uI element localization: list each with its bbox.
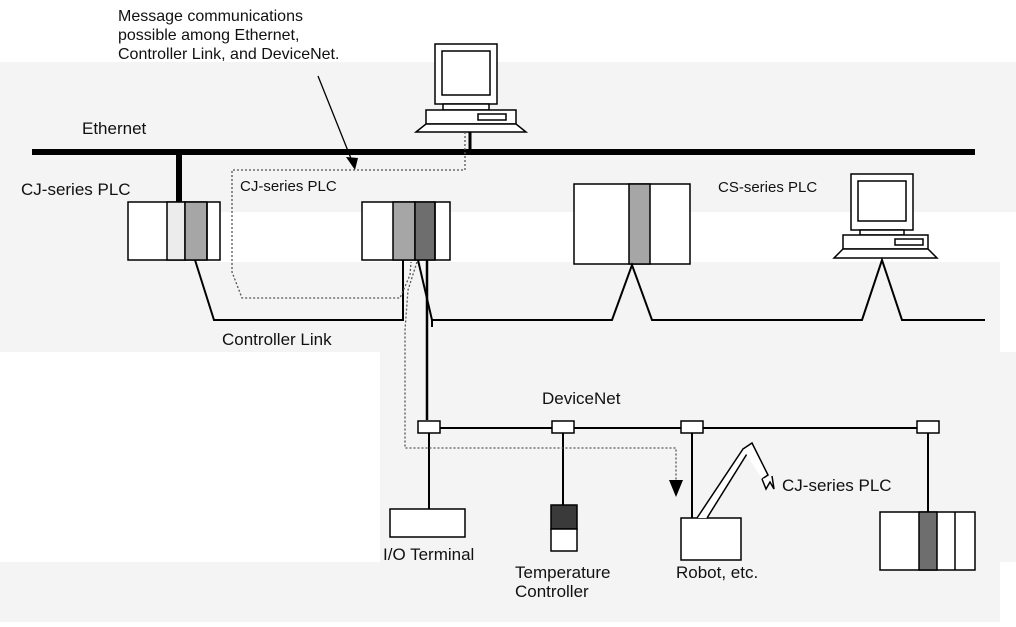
pc-top (413, 43, 529, 133)
plc-cs (573, 183, 691, 265)
controller-link-label: Controller Link (222, 330, 332, 349)
plc-cj-center-label: CJ-series PLC (240, 178, 337, 195)
controller-link-cable (194, 256, 985, 327)
message-note-line-2: possible among Ethernet, (118, 27, 300, 44)
plc-cj-center (361, 201, 451, 261)
message-route (231, 132, 677, 480)
devicenet-taps (417, 420, 940, 434)
plc-cj-right-label: CJ-series PLC (782, 476, 892, 495)
note-pointer-arrowhead (346, 157, 358, 170)
temperature-controller-box (550, 504, 578, 552)
message-note-line-1: Message communications (118, 8, 303, 25)
ethernet-label: Ethernet (82, 119, 147, 138)
message-note-line-3: Controller Link, and DeviceNet. (118, 46, 340, 63)
pc-right (832, 173, 939, 259)
robot (680, 441, 775, 561)
robot-label: Robot, etc. (676, 563, 759, 582)
io-terminal-label: I/O Terminal (383, 545, 475, 564)
plc-cj-left-label: CJ-series PLC (21, 180, 131, 199)
plc-cs-label: CS-series PLC (718, 179, 818, 196)
message-note: Message communications possible among Et… (118, 7, 339, 64)
background-panels (0, 62, 1016, 622)
plc-cj-right (879, 511, 976, 571)
devicenet-drops (428, 433, 929, 518)
temperature-controller-label-line-2: Controller (515, 582, 589, 601)
devicenet-label: DeviceNet (542, 389, 621, 408)
note-pointer (317, 75, 353, 162)
temperature-controller-label-line-1: Temperature (515, 563, 611, 582)
io-terminal-box (389, 508, 466, 538)
plc-cj-left (127, 201, 221, 261)
message-arrow-robot (669, 480, 683, 497)
